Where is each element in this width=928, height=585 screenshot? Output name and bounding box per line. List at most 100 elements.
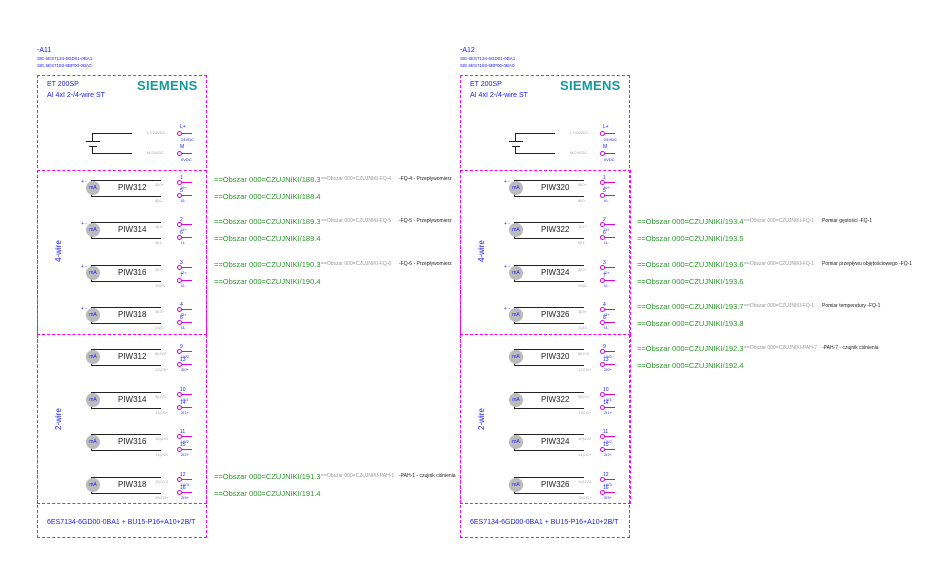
terminal[interactable] xyxy=(177,362,182,367)
terminal[interactable] xyxy=(177,193,182,198)
cross-reference-link[interactable]: ==Obszar 000=CZUJNIKI/192.4 xyxy=(637,361,744,370)
terminal[interactable] xyxy=(600,307,605,312)
power-terminal[interactable] xyxy=(177,151,182,156)
terminal[interactable] xyxy=(177,349,182,354)
ma-sensor-icon: mA xyxy=(86,478,100,492)
cross-reference-link[interactable]: ==Obszar 000=CZUJNIKI/193.8 xyxy=(637,319,744,328)
wire-label-4wire: 4-wire xyxy=(54,240,63,262)
terminal[interactable] xyxy=(600,405,605,410)
terminal[interactable] xyxy=(177,447,182,452)
terminal-line xyxy=(182,351,192,352)
ma-sensor-icon: mA xyxy=(86,223,100,237)
terminal[interactable] xyxy=(177,477,182,482)
bracket-bottom xyxy=(91,450,161,451)
terminal[interactable] xyxy=(600,265,605,270)
terminal[interactable] xyxy=(177,307,182,312)
bracket-bottom xyxy=(514,238,584,239)
polarity-marks: + - xyxy=(504,179,510,185)
terminal-line xyxy=(605,133,615,134)
terminal-label: 2I2+ xyxy=(181,452,189,457)
ma-sensor-icon: mA xyxy=(509,478,523,492)
bottom-pin-label: 8|I0- xyxy=(155,198,163,203)
cross-reference-link[interactable]: ==Obszar 000=CZUJNIKI/192.3 xyxy=(637,344,744,353)
device-tag: ==Obszar 000=CZUJNIKI-FQ-1 xyxy=(744,261,815,267)
terminal-line xyxy=(605,237,615,238)
terminal[interactable] xyxy=(600,222,605,227)
ma-sensor-icon: mA xyxy=(86,181,100,195)
terminal[interactable] xyxy=(177,434,182,439)
power-terminal[interactable] xyxy=(600,151,605,156)
cross-reference-link[interactable]: ==Obszar 000=CZUJNIKI/191.4 xyxy=(214,489,321,498)
terminal[interactable] xyxy=(600,362,605,367)
cross-reference-link[interactable]: ==Obszar 000=CZUJNIKI/190.4 xyxy=(214,277,321,286)
battery-plate-long xyxy=(86,141,100,142)
cross-reference-link[interactable]: ==Obszar 000=CZUJNIKI/193.4 xyxy=(637,217,744,226)
terminal-line xyxy=(605,394,615,395)
terminal-label: UV0 xyxy=(181,354,189,359)
terminal[interactable] xyxy=(600,235,605,240)
terminal[interactable] xyxy=(600,434,605,439)
terminal-label: UV2 xyxy=(181,439,189,444)
order-code: SIE.6ES7134-6GD01-0BA1 xyxy=(37,56,93,61)
terminal-label: 2I2+ xyxy=(604,452,612,457)
terminal-label: 2I0+ xyxy=(181,367,189,372)
terminal[interactable] xyxy=(177,392,182,397)
terminal-line xyxy=(182,322,192,323)
terminal-label: I1- xyxy=(181,240,186,245)
bracket-top xyxy=(514,307,584,308)
terminal-line xyxy=(605,195,615,196)
terminal[interactable] xyxy=(177,235,182,240)
bracket-top xyxy=(514,265,584,266)
terminal[interactable] xyxy=(600,180,605,185)
top-pin-label: 8|UV0 xyxy=(578,351,590,356)
terminal-number: 15 xyxy=(603,442,609,448)
terminal-label: 2I3+ xyxy=(604,495,612,500)
terminal[interactable] xyxy=(600,477,605,482)
terminal-number: 10 xyxy=(180,387,186,393)
cross-reference-link[interactable]: ==Obszar 000=CZUJNIKI/188.4 xyxy=(214,192,321,201)
piw-address: PIW326 xyxy=(541,480,570,489)
top-pin-label: 1|I1+ xyxy=(155,224,164,229)
terminal[interactable] xyxy=(177,490,182,495)
power-terminal[interactable] xyxy=(177,131,182,136)
terminal-label: I0- xyxy=(604,198,609,203)
terminal-line xyxy=(605,267,615,268)
power-terminal[interactable] xyxy=(600,131,605,136)
cross-reference-link[interactable]: ==Obszar 000=CZUJNIKI/190.3 xyxy=(214,260,321,269)
cross-reference-link[interactable]: ==Obszar 000=CZUJNIKI/193.6 xyxy=(637,277,744,286)
cross-reference-link[interactable]: ==Obszar 000=CZUJNIKI/191.3 xyxy=(214,472,321,481)
terminal[interactable] xyxy=(600,193,605,198)
terminal[interactable] xyxy=(600,447,605,452)
piw-address: PIW324 xyxy=(541,268,570,277)
bottom-pin-label: 12|2I0+ xyxy=(155,367,169,372)
terminal[interactable] xyxy=(600,490,605,495)
device-tag: ==Obszar 000=CZUJNIKI-PAH-7 xyxy=(744,345,818,351)
device-description: Pomiar temperatury -FQ-1 xyxy=(822,303,881,309)
top-pin-label: 8|UV0 xyxy=(155,351,167,356)
terminal[interactable] xyxy=(177,320,182,325)
cross-reference-link[interactable]: ==Obszar 000=CZUJNIKI/189.3 xyxy=(214,217,321,226)
bracket-top xyxy=(514,434,584,435)
terminal[interactable] xyxy=(177,180,182,185)
terminal[interactable] xyxy=(177,278,182,283)
terminal[interactable] xyxy=(600,320,605,325)
terminal[interactable] xyxy=(177,222,182,227)
cross-reference-link[interactable]: ==Obszar 000=CZUJNIKI/193.5 xyxy=(637,234,744,243)
polarity-marks: + - xyxy=(81,179,87,185)
terminal[interactable] xyxy=(177,405,182,410)
piw-address: PIW316 xyxy=(118,268,147,277)
cross-reference-link[interactable]: ==Obszar 000=CZUJNIKI/193.7 xyxy=(637,302,744,311)
terminal[interactable] xyxy=(600,278,605,283)
piw-address: PIW312 xyxy=(118,183,147,192)
terminal-label: UV3 xyxy=(181,482,189,487)
terminal[interactable] xyxy=(600,392,605,397)
bracket-bottom xyxy=(91,281,161,282)
terminal-number: 11 xyxy=(603,429,609,435)
terminal[interactable] xyxy=(600,349,605,354)
cross-reference-link[interactable]: ==Obszar 000=CZUJNIKI/193.6 xyxy=(637,260,744,269)
terminal-number: 14 xyxy=(603,400,609,406)
cross-reference-link[interactable]: ==Obszar 000=CZUJNIKI/189.4 xyxy=(214,234,321,243)
cross-reference-link[interactable]: ==Obszar 000=CZUJNIKI/188.3 xyxy=(214,175,321,184)
terminal[interactable] xyxy=(177,265,182,270)
polarity-marks: + - xyxy=(81,306,87,312)
